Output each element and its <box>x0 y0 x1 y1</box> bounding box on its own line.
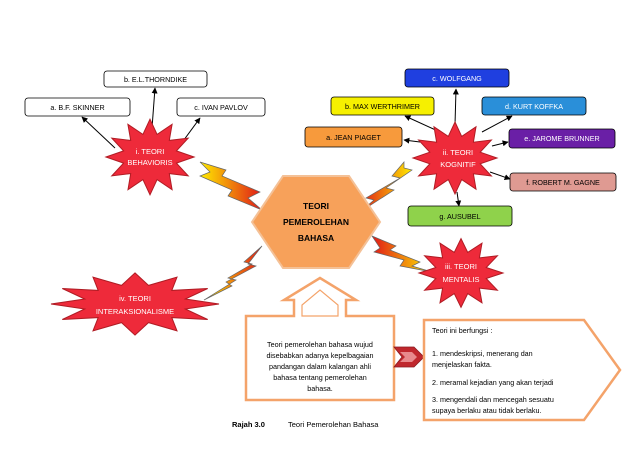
note-left-callout: Teori pemerolehan bahasa wujud disebabka… <box>244 276 396 402</box>
caption-title: Teori Pemerolehan Bahasa <box>288 420 379 429</box>
note-left-line3: pandangan dalam kalangan ahli <box>269 362 371 371</box>
skinner-label: a. B.F. SKINNER <box>50 103 104 112</box>
chevron-arrow-icon <box>393 346 425 368</box>
arrow-to-koffka <box>481 115 513 133</box>
brunner-label: e. JAROME BRUNNER <box>524 134 599 143</box>
theorist-box-gagne: f. ROBERT M. GAGNE <box>509 172 617 192</box>
starburst-kognitif: ii. TEORI KOGNITIF <box>411 120 499 196</box>
koffka-label: d. KURT KOFFKA <box>505 102 563 111</box>
kognitif-line1: ii. TEORI <box>443 148 473 157</box>
center-title-line1: TEORI <box>303 201 329 211</box>
thorndike-label: b. E.L.THORNDIKE <box>124 75 187 84</box>
center-title-line2: PEMEROLEHAN <box>283 217 349 227</box>
note-left-line5: bahasa. <box>307 384 333 393</box>
note-left-line4: bahasa tentang pemerolehan <box>273 373 367 382</box>
note-right-pentagon: Teori ini berfungsi : 1. mendeskripsi, m… <box>422 318 622 422</box>
starburst-behavioris: i. TEORI BEHAVIORIS <box>104 118 196 196</box>
theorist-box-piaget: a. JEAN PIAGET <box>304 126 403 148</box>
center-hexagon: TEORI PEMEROLEHAN BAHASA <box>250 175 382 269</box>
theorist-box-wolfgang: c. WOLFGANG <box>404 68 510 88</box>
note-right-point3-line2: supaya berlaku atau tidak berlaku. <box>432 406 541 415</box>
ausubel-label: g. AUSUBEL <box>439 212 480 221</box>
lightning-bolt-interaksionalisme-icon <box>203 245 263 301</box>
theorist-box-pavlov: c. IVAN PAVLOV <box>176 97 266 117</box>
theorist-box-brunner: e. JAROME BRUNNER <box>508 128 616 149</box>
arrow-to-thorndike <box>151 87 158 129</box>
mentalis-line1: iii. TEORI <box>445 262 477 271</box>
arrow-to-ausubel <box>455 191 462 207</box>
gagne-label: f. ROBERT M. GAGNE <box>526 178 600 187</box>
theorist-box-ausubel: g. AUSUBEL <box>407 205 513 227</box>
piaget-label: a. JEAN PIAGET <box>326 133 381 142</box>
note-right-point2-line1: 2. meramal kejadian yang akan terjadi <box>432 378 554 387</box>
pavlov-label: c. IVAN PAVLOV <box>194 103 248 112</box>
note-right-intro: Teori ini berfungsi : <box>432 326 492 335</box>
note-right-point3-line1: 3. mengendali dan mencegah sesuatu <box>432 395 554 404</box>
note-left-line1: Teori pemerolehan bahasa wujud <box>267 340 373 349</box>
theorist-box-werthrimer: b. MAX WERTHRIMER <box>330 96 435 116</box>
arrow-to-brunner <box>491 140 509 147</box>
werthrimer-label: b. MAX WERTHRIMER <box>345 102 420 111</box>
behavioris-line1: i. TEORI <box>136 147 165 156</box>
arrow-to-piaget <box>403 137 421 144</box>
theorist-box-skinner: a. B.F. SKINNER <box>24 97 131 117</box>
interaksionalisme-line2: INTERAKSIONALISME <box>96 307 174 316</box>
theorist-box-koffka: d. KURT KOFFKA <box>481 96 587 116</box>
behavioris-line2: BEHAVIORIS <box>127 158 172 167</box>
lightning-bolt-behavioris-icon <box>199 161 263 211</box>
arrow-to-wolfgang <box>452 88 459 126</box>
starburst-mentalis: iii. TEORI MENTALIS <box>417 237 505 309</box>
interaksionalisme-line1: iv. TEORI <box>119 294 151 303</box>
arrow-to-gagne <box>489 171 511 181</box>
lightning-bolt-mentalis-icon <box>371 235 433 273</box>
theorist-box-thorndike: b. E.L.THORNDIKE <box>103 70 208 88</box>
wolfgang-label: c. WOLFGANG <box>432 74 482 83</box>
note-right-point1-line1: 1. mendeskripsi, menerang dan <box>432 349 533 358</box>
mentalis-line2: MENTALIS <box>443 275 480 284</box>
kognitif-line2: KOGNITIF <box>440 160 476 169</box>
caption-label: Rajah 3.0 <box>232 420 265 429</box>
starburst-interaksionalisme: iv. TEORI INTERAKSIONALISME <box>50 272 220 336</box>
note-left-line2: disebabkan adanya kepelbagaian <box>266 351 373 360</box>
note-right-point1-line2: menjelaskan fakta. <box>432 360 492 369</box>
center-title-line3: BAHASA <box>298 233 334 243</box>
arrow-to-skinner <box>81 116 116 149</box>
